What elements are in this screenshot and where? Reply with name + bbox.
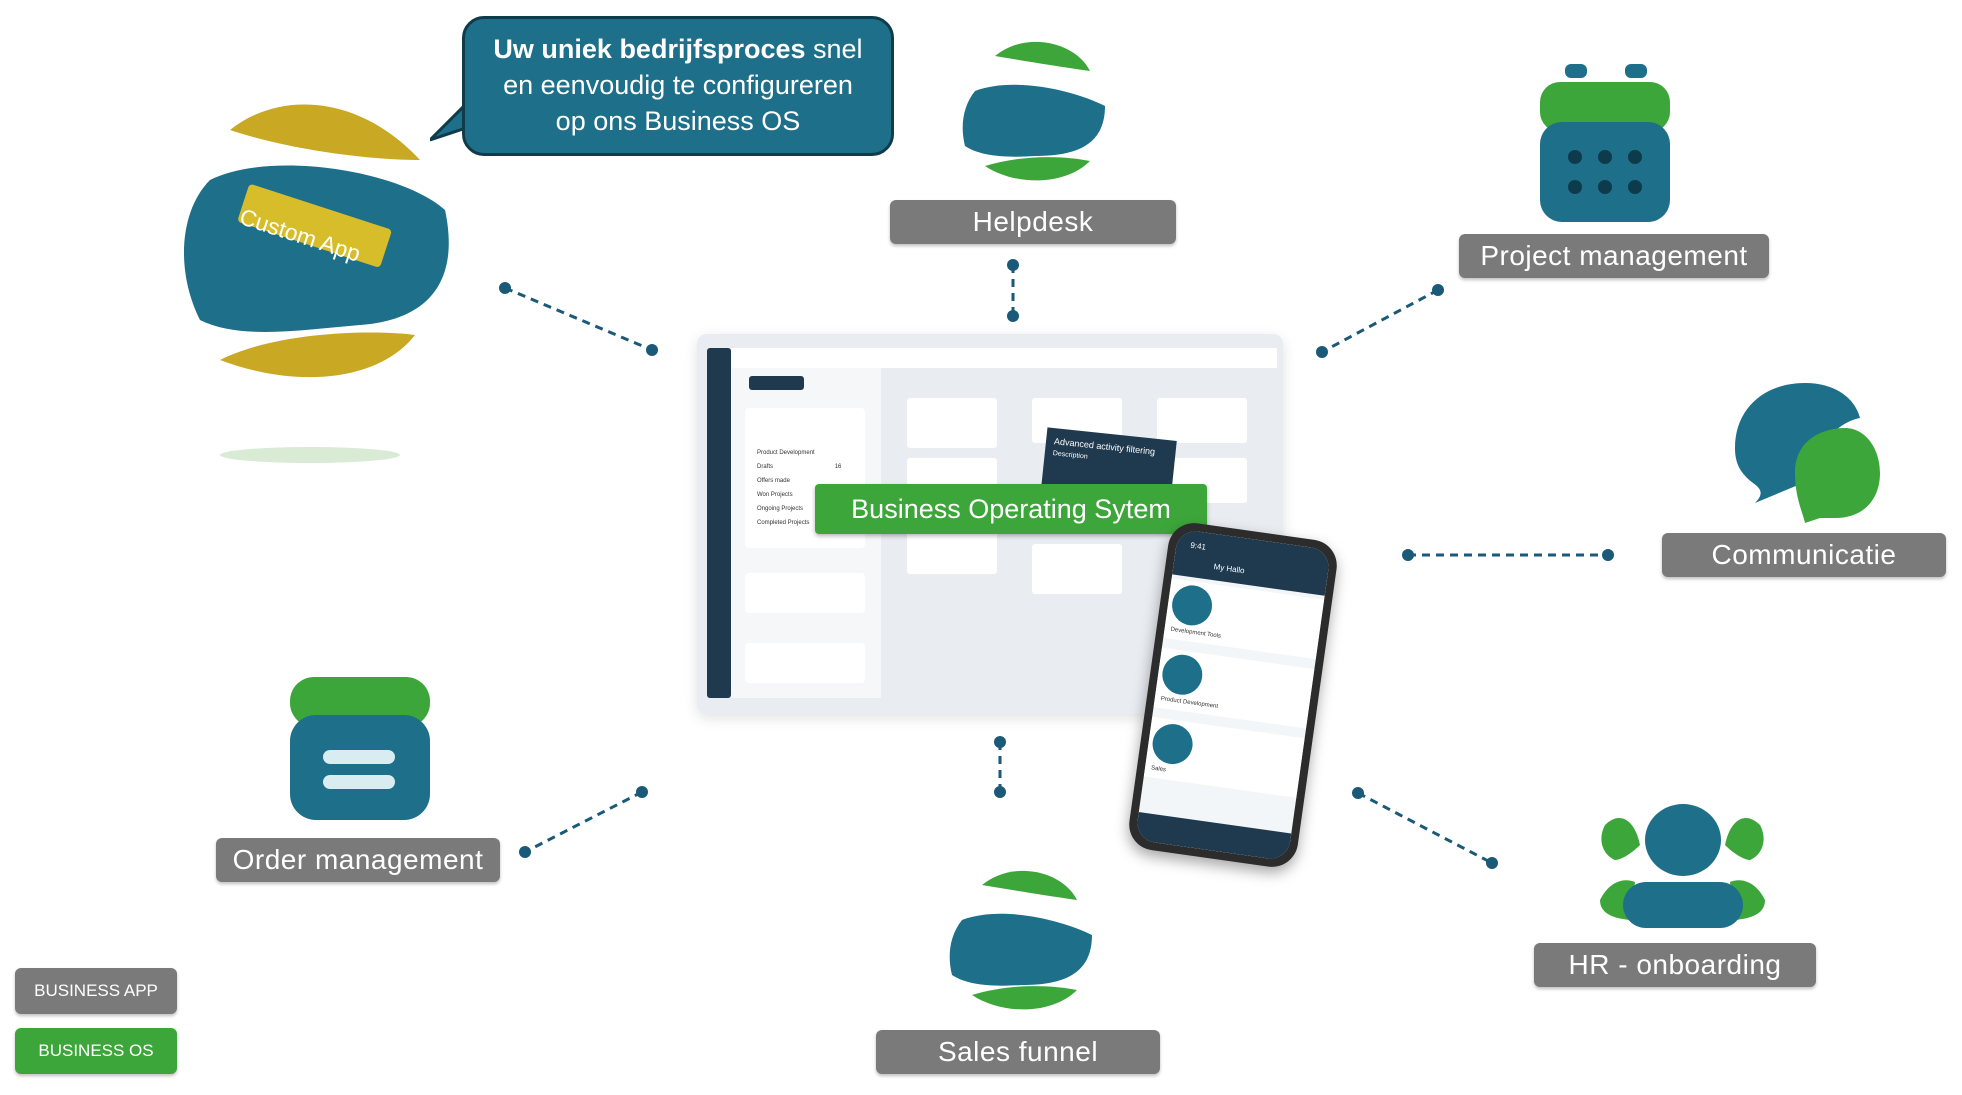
sales-funnel-globe-icon	[949, 870, 1092, 1010]
bubble-line2: en eenvoudig te configureren	[503, 70, 853, 100]
bubble-line3: op ons Business OS	[555, 106, 801, 136]
phone-item: Product Development	[1160, 696, 1219, 710]
phone-time: 9:41	[1189, 540, 1207, 552]
bubble-bold-text: Uw uniek bedrijfsproces	[493, 34, 806, 64]
menu-item: Completed Projects	[757, 520, 810, 526]
menu-item: Product Development	[757, 450, 815, 456]
legend-business-app: BUSINESS APP	[15, 968, 177, 1014]
speech-bubble: Uw uniek bedrijfsproces snel en eenvoudi…	[462, 16, 894, 156]
dashboard-topbar	[731, 348, 1277, 368]
phone-item: Sales	[1150, 765, 1167, 774]
chat-bubbles-icon	[1735, 383, 1880, 523]
sales-funnel-label: Sales funnel	[876, 1030, 1160, 1074]
menu-item: Ongoing Projects	[757, 506, 804, 512]
phone-item: Development Tools	[1170, 626, 1222, 640]
business-os-banner: Business Operating Sytem	[815, 484, 1207, 534]
legend-business-os: BUSINESS OS	[15, 1028, 177, 1074]
calendar-icon	[1540, 64, 1670, 222]
hr-onboarding-label: HR - onboarding	[1534, 943, 1816, 987]
helpdesk-label: Helpdesk	[890, 200, 1176, 244]
helpdesk-globe-icon	[962, 41, 1105, 181]
bubble-line1-rest: snel	[805, 34, 863, 64]
menu-count: 16	[834, 464, 842, 470]
communicatie-label: Communicatie	[1662, 533, 1946, 577]
order-stack-icon	[290, 677, 430, 820]
order-management-label: Order management	[216, 838, 500, 882]
phone-title: My Hallo	[1213, 562, 1246, 576]
dashboard-sidebar	[707, 348, 731, 698]
custom-app-globe-icon	[183, 104, 449, 463]
menu-item: Drafts	[757, 464, 774, 470]
menu-item: Offers made	[757, 478, 790, 484]
phone-screen: 9:41 My Hallo Development Tools Product …	[1134, 528, 1332, 862]
project-management-label: Project management	[1459, 234, 1769, 278]
people-group-icon	[1600, 804, 1765, 928]
menu-item: Won Projects	[757, 492, 793, 498]
